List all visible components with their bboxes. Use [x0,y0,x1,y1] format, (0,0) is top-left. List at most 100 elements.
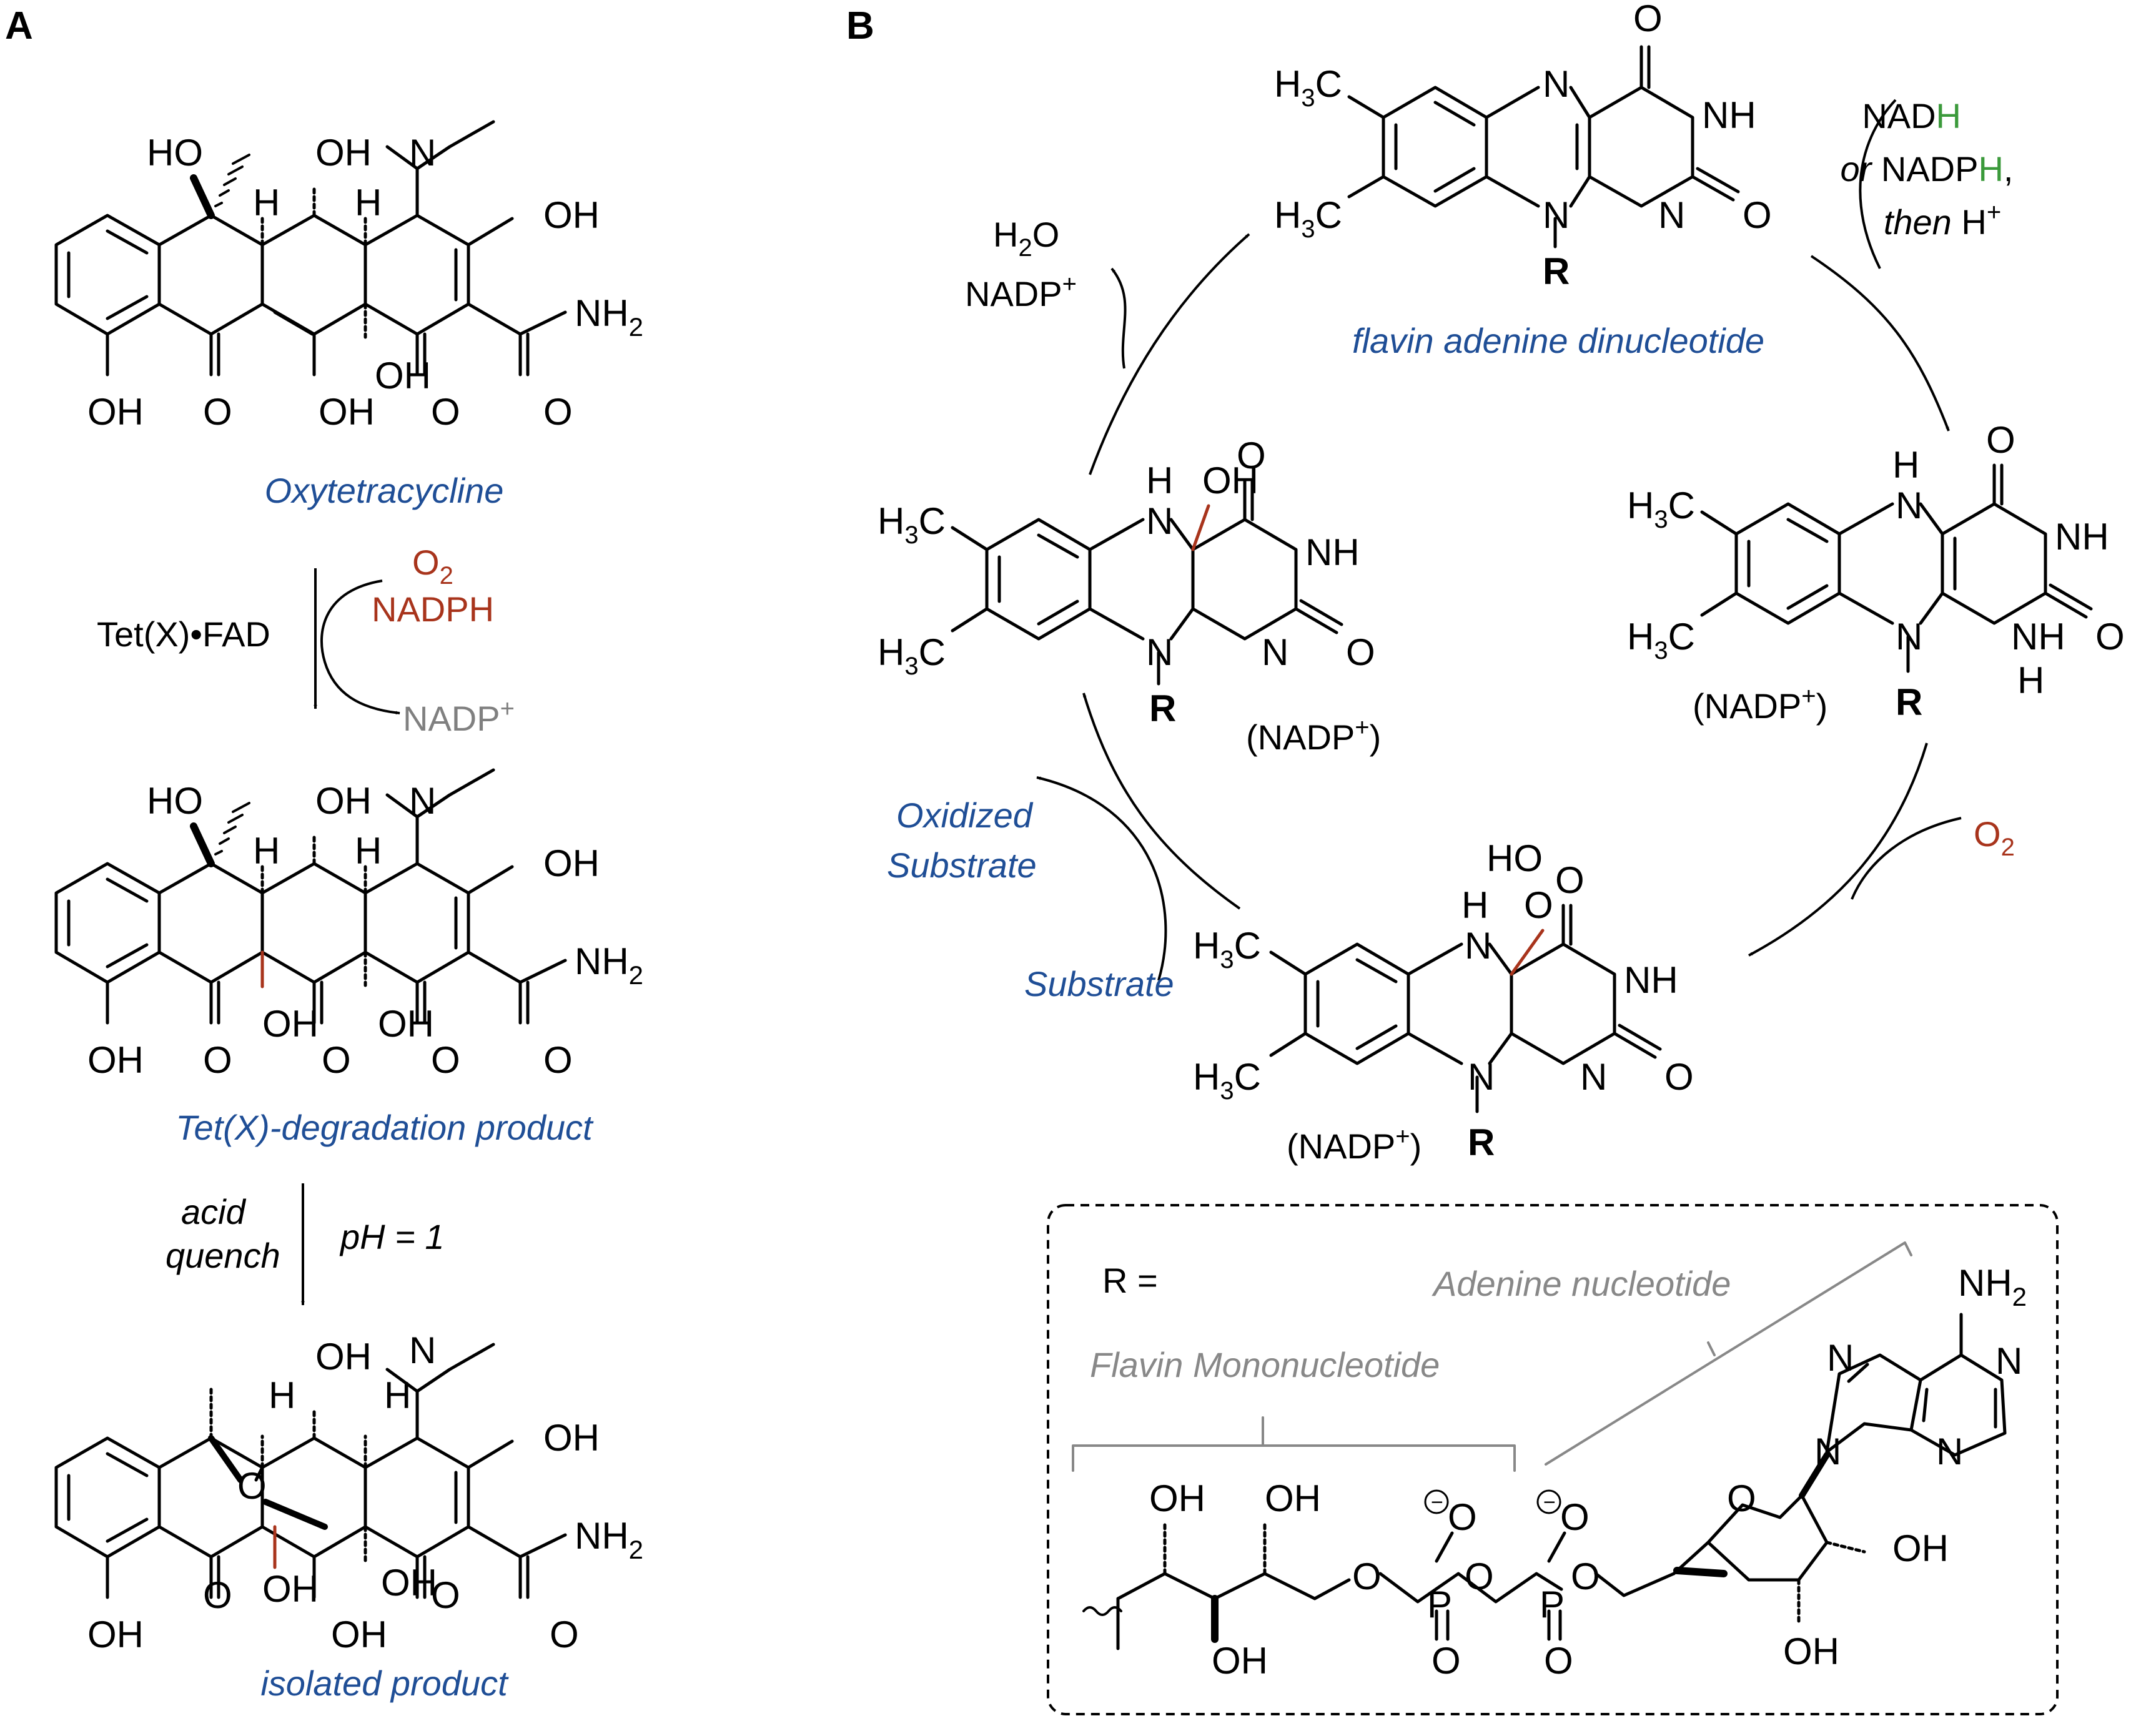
cycle-arrow [1089,233,1250,475]
atom-label: O [1432,1640,1461,1682]
negative-charge-icon [1536,1489,1561,1514]
atom-label: OH [262,1568,319,1610]
atom-label: H [1461,884,1488,926]
nadp-byproduct: NADP+ [403,695,515,738]
atom-label: N [1146,631,1173,673]
atom-label: NH2 [575,940,643,990]
atom-label: OH [543,1417,600,1459]
flavin-caption: flavin adenine dinucleotide [1352,321,1764,360]
atom-label: O [431,1039,460,1081]
c-text: C [1234,1056,1261,1098]
atom-label: H [2017,659,2044,701]
nad-text: NAD [1862,96,1936,136]
atom-label: O [1727,1477,1756,1519]
atom-label: H [1146,460,1173,501]
atom-label: N [1262,631,1288,673]
nh-text: NH [575,1515,629,1557]
comma: , [2004,149,2014,189]
subscript: 2 [2012,1282,2027,1311]
fmn-label: Flavin Mononucleotide [1090,1345,1440,1384]
atom-label: N [1543,194,1570,236]
subscript: 2 [1018,234,1032,262]
cycle-arrow [1748,742,1928,957]
atom-label: O [431,391,460,433]
c-text: C [919,631,946,673]
atom-label: O [203,1574,232,1616]
cofactor-arrow [1851,817,1962,900]
atom-label: N [1814,1431,1841,1472]
subscript: 2 [629,312,643,342]
nadph-label: or NADPH, [1841,149,2014,189]
methyl-label: H3C [878,500,946,549]
atom-label: OH [1212,1640,1268,1682]
atom-label: H [355,182,382,224]
subscript: 3 [1220,946,1234,974]
substrate-arrow [1036,776,1167,981]
atom-label: O [431,1574,460,1616]
h-green: H [1978,149,2003,189]
c-text: C [1668,485,1695,526]
oxytetracycline-caption: Oxytetracycline [265,471,504,510]
methyl-label: H3C [1627,616,1695,664]
atom-label: H [384,1374,411,1416]
or-text: or [1841,149,1873,189]
r-group-labels: OH OH OH O O O P P O O O O − − O OH OH N… [1149,1262,2027,1682]
atom-label: O [1633,0,1663,39]
atom-label: OH [87,1614,144,1655]
nadp-text: (NADP [1287,1127,1395,1166]
green-hydrogen: H [1892,444,1919,486]
degradation-product-structure [54,768,567,1025]
atom-label: HO [147,780,203,822]
peroxy-oxygen: O [1524,884,1553,926]
atom-label: OH [87,1039,144,1081]
atom-label: P [1540,1584,1565,1625]
cycle-arrow [1810,255,1950,431]
methyl-label: H3C [1193,925,1261,974]
subscript: 3 [904,521,918,549]
atom-label: NH [2055,516,2109,558]
atom-label: OH [1892,1527,1949,1569]
atom-label: N [1896,485,1922,526]
atom-label: NH [2011,616,2065,658]
hydroperoxyflavin-labels: H3C H3C N H N R N NH O O HO O [1193,837,1694,1163]
h-text: H [1627,485,1654,526]
atom-label: O [1544,1640,1573,1682]
atom-label: OH [543,194,600,236]
water-label: H2O [993,215,1059,262]
h-text: H [1193,1056,1220,1098]
c-text: C [1234,925,1261,967]
degradation-product-labels: HO OH H H N OH NH2 OH O OH O OH O O [87,780,643,1081]
atom-label: O [1352,1556,1382,1597]
subscript: 2 [2001,834,2015,861]
c-text: C [1668,616,1695,658]
methyl-label: H3C [1274,63,1342,112]
panel-b-label: B [846,4,874,47]
atom-label: O [1346,631,1375,673]
negative-charge-icon [1424,1489,1449,1514]
r-group-box [1047,1204,2059,1715]
h-text: H [1952,202,1987,242]
methyl-label: H3C [1627,485,1695,533]
ph-condition: pH = 1 [339,1217,445,1256]
flavin-oxidized-labels: H3C H3C N N N NH O O R [1274,0,1772,292]
atom-label: OH [543,842,600,884]
superscript: + [1062,270,1077,298]
c-text: C [1315,63,1342,105]
methyl-label: H3C [1193,1056,1261,1105]
atom-label: O [237,1465,267,1507]
c-text: C [1315,194,1342,236]
nadp-text: NADP [403,699,500,738]
subscript: 3 [1654,506,1668,533]
superscript: + [1355,714,1369,741]
degradation-product-caption: Tet(X)-degradation product [176,1108,594,1147]
acid-label: acid [181,1192,247,1231]
oxygen-reagent: O2 [412,543,453,589]
atom-label: N [1543,63,1570,105]
h-text: H [878,500,904,542]
atom-label: N [1995,1340,2022,1382]
superscript: + [1801,683,1816,710]
oxygen-label: O2 [1974,814,2015,861]
atom-label: O [543,391,573,433]
superscript: + [1395,1123,1410,1150]
